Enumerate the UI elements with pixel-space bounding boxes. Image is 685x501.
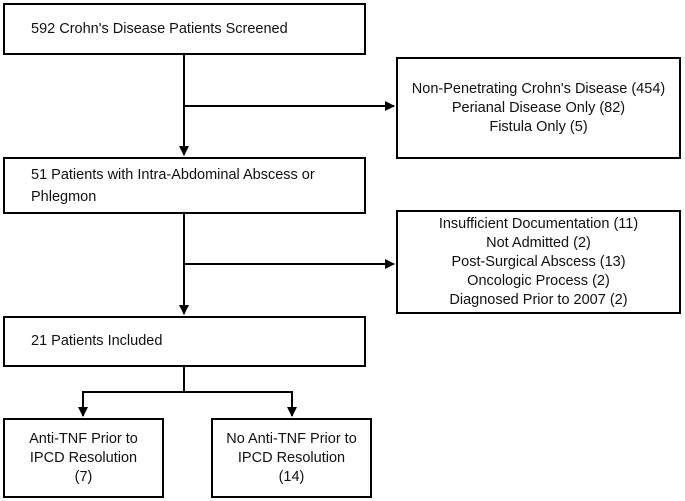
- exclusion-2-item: Insufficient Documentation (11): [438, 215, 639, 232]
- no-anti-tnf-box: No Anti-TNF Prior to IPCD Resolution (14…: [211, 418, 372, 498]
- anti-tnf-box: Anti-TNF Prior to IPCD Resolution (7): [3, 418, 164, 498]
- abscess-label-line: Phlegmon: [31, 188, 97, 205]
- no-anti-tnf-line: No Anti-TNF Prior to: [226, 430, 357, 447]
- exclusion-2-item: Post-Surgical Abscess (13): [451, 253, 626, 270]
- exclusion-2-item: Oncologic Process (2): [467, 272, 610, 289]
- exclusion-1-item: Perianal Disease Only (82): [451, 99, 626, 116]
- exclusion-box-1: Non-Penetrating Crohn's Disease (454) Pe…: [396, 57, 681, 159]
- anti-tnf-count: (7): [74, 468, 93, 485]
- included-box: 21 Patients Included: [3, 316, 366, 367]
- exclusion-2-item: Not Admitted (2): [486, 234, 591, 251]
- included-label: 21 Patients Included: [31, 333, 163, 349]
- screened-label: 592 Crohn's Disease Patients Screened: [31, 20, 288, 37]
- exclusion-2-item: Diagnosed Prior to 2007 (2): [449, 291, 628, 308]
- exclusion-1-item: Non-Penetrating Crohn's Disease (454): [411, 80, 666, 97]
- no-anti-tnf-count: (14): [278, 468, 305, 485]
- anti-tnf-line: IPCD Resolution: [29, 449, 138, 466]
- screened-box: 592 Crohn's Disease Patients Screened: [3, 3, 366, 55]
- abscess-label-line: 51 Patients with Intra-Abdominal Abscess…: [31, 166, 315, 183]
- exclusion-box-2: Insufficient Documentation (11) Not Admi…: [396, 210, 681, 314]
- exclusion-1-item: Fistula Only (5): [489, 118, 588, 135]
- anti-tnf-line: Anti-TNF Prior to: [29, 430, 138, 447]
- abscess-box: 51 Patients with Intra-Abdominal Abscess…: [3, 157, 366, 214]
- no-anti-tnf-line: IPCD Resolution: [237, 449, 346, 466]
